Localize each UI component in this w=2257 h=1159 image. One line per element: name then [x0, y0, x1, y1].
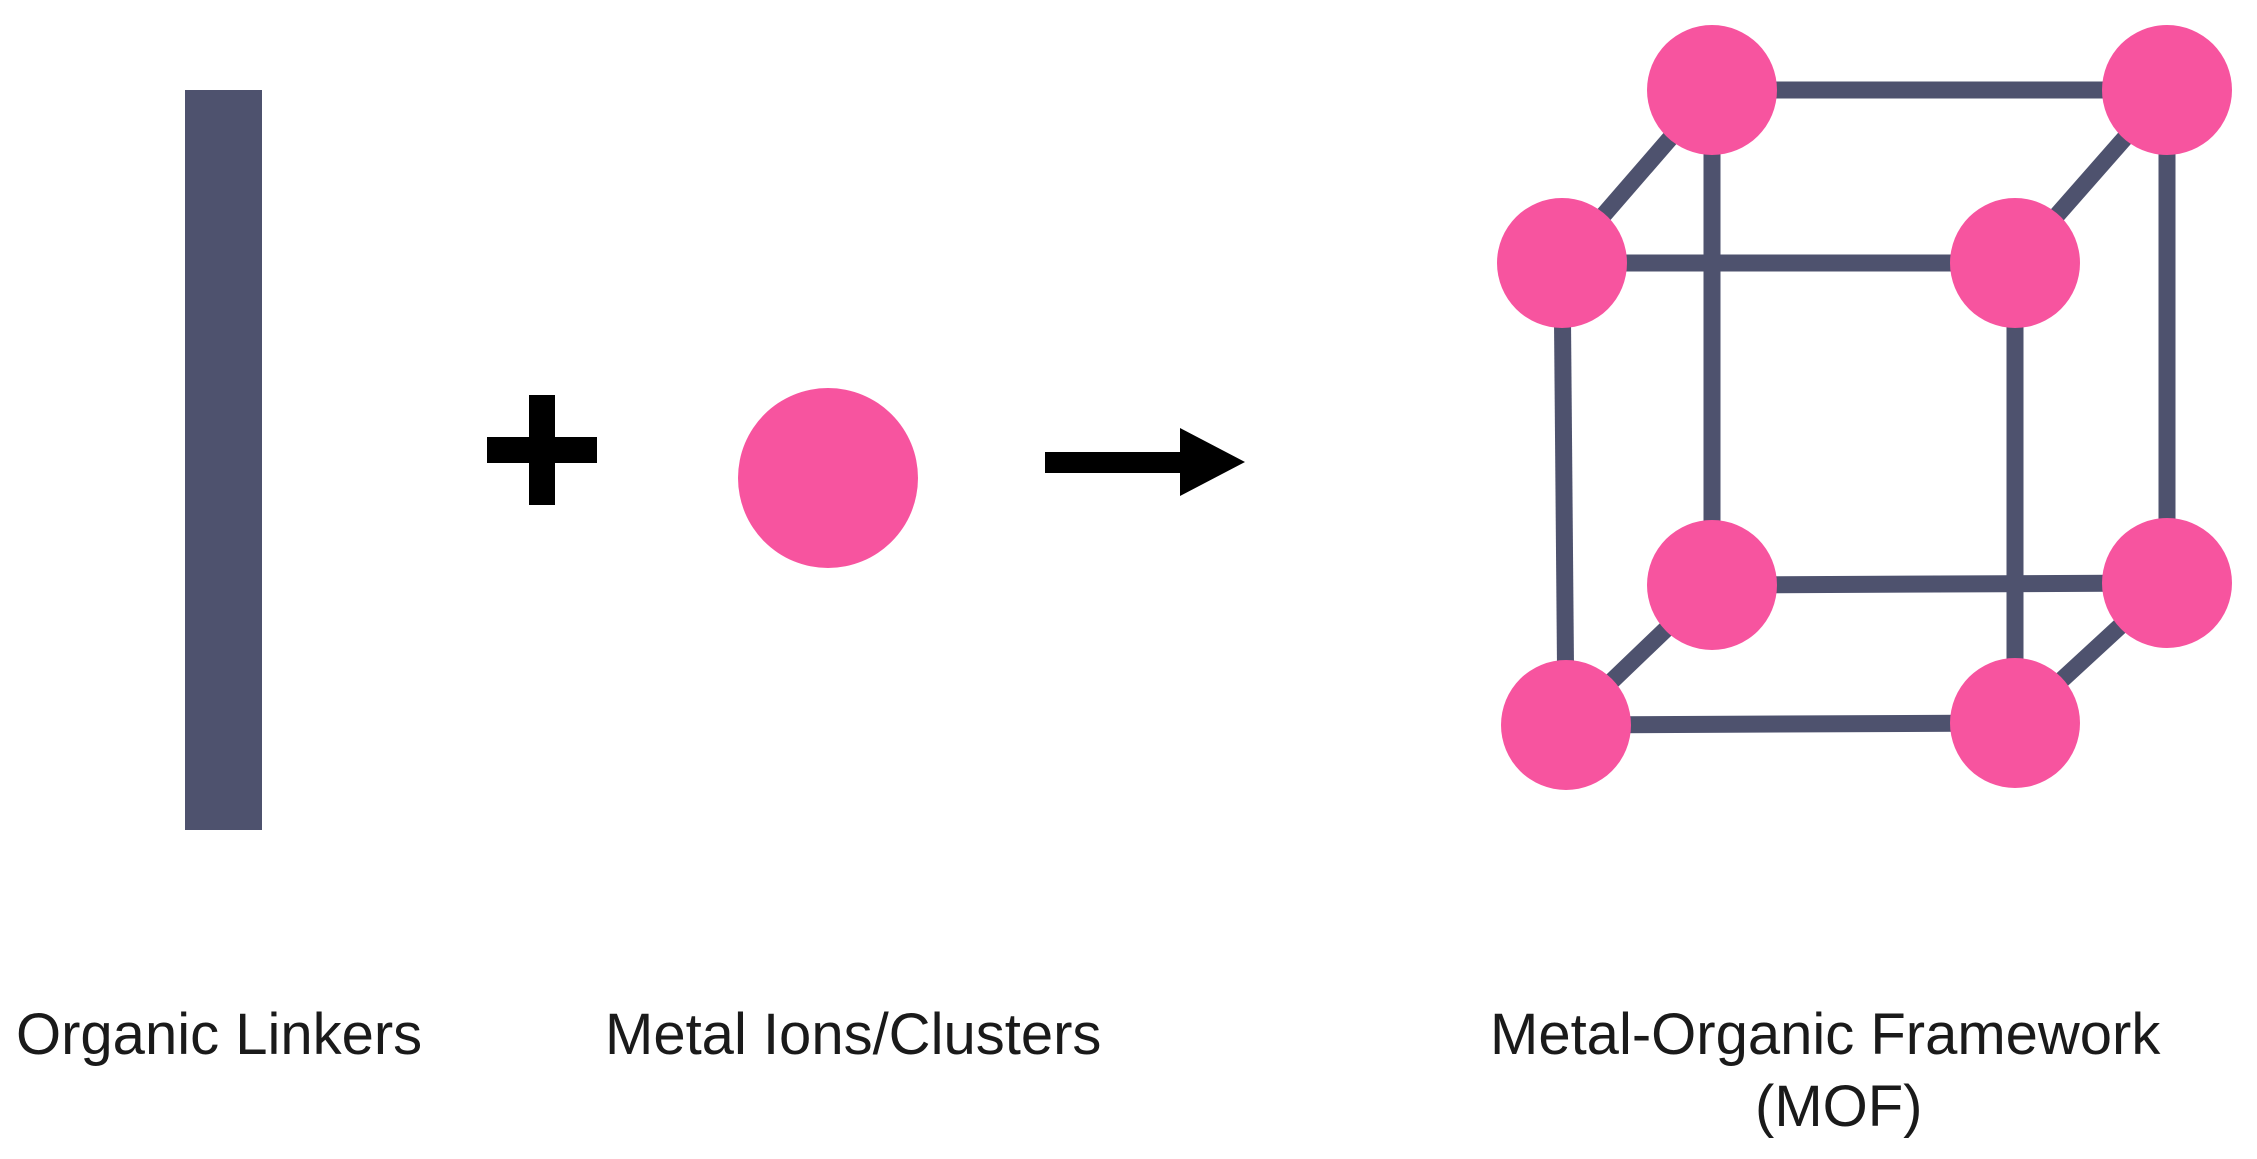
- cube-edge: [1553, 262, 1575, 726]
- cube-edges: [1553, 81, 2176, 734]
- cube-nodes: [1497, 25, 2232, 790]
- organic-linker-bar: [185, 90, 262, 830]
- cube-node: [1501, 660, 1631, 790]
- cube-node: [2102, 518, 2232, 648]
- cube-node: [2102, 25, 2232, 155]
- metal-ions-label: Metal Ions/Clusters: [605, 1002, 1102, 1067]
- plus-icon: [487, 395, 597, 505]
- cube-edge: [1565, 714, 2016, 734]
- mof-cube: [1497, 25, 2232, 790]
- cube-node: [1647, 520, 1777, 650]
- cube-node: [1647, 25, 1777, 155]
- mof-label-line2: (MOF): [1755, 1074, 1923, 1139]
- cube-node: [1950, 198, 2080, 328]
- cube-node: [1950, 658, 2080, 788]
- mof-label-line1: Metal-Organic Framework: [1490, 1002, 2161, 1067]
- cube-node: [1497, 198, 1627, 328]
- cube-edge: [1711, 574, 2168, 594]
- arrow-right-icon: [1045, 428, 1245, 496]
- metal-ion-node: [738, 388, 918, 568]
- organic-linkers-label: Organic Linkers: [16, 1002, 423, 1067]
